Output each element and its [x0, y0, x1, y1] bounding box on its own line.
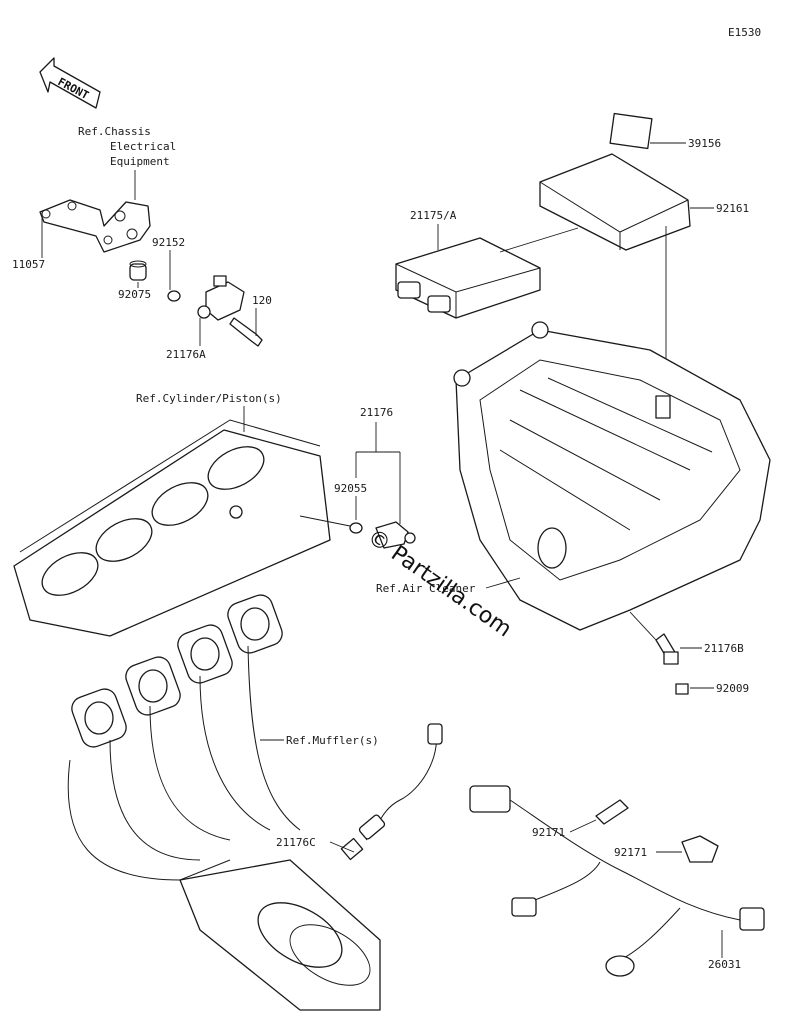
ref-chassis-callout: Ref.Chassis Electrical Equipment [78, 125, 176, 200]
ref-chassis-line2: Electrical [110, 140, 176, 153]
ecu-21175a [395, 237, 541, 319]
label-21176a: 21176A [166, 348, 206, 361]
label-92171-a: 92171 [532, 826, 565, 839]
clamp-92171-b [681, 835, 719, 863]
label-92152: 92152 [152, 236, 185, 249]
sensor-21176a [197, 275, 245, 321]
label-92075: 92075 [118, 288, 151, 301]
bolt-120 [229, 317, 263, 347]
label-ref-air-cleaner: Ref.Air Cleaner [376, 582, 476, 595]
label-21176: 21176 [360, 406, 393, 419]
sensor-21176 [375, 521, 416, 549]
wiring-harness-26031 [469, 785, 765, 977]
grommet-92075 [129, 260, 147, 281]
label-92009: 92009 [716, 682, 749, 695]
cylinder-block [13, 419, 331, 637]
label-21176c: 21176C [276, 836, 316, 849]
o2-sensor-21176c [340, 723, 443, 861]
front-arrow-icon: FRONT [39, 57, 101, 109]
label-ref-muffler: Ref.Muffler(s) [286, 734, 379, 747]
ecu-holder-92161 [539, 112, 691, 251]
clamp-92171-a [595, 799, 629, 825]
label-120: 120 [252, 294, 272, 307]
ref-chassis-line1: Ref.Chassis [78, 125, 151, 138]
exhaust-headers [67, 594, 381, 1011]
collar-92152 [167, 290, 181, 302]
label-26031: 26031 [708, 958, 741, 971]
label-21175a: 21175/A [410, 209, 457, 222]
label-ref-cylinder: Ref.Cylinder/Piston(s) [136, 392, 282, 405]
sensor-bracket [39, 199, 151, 253]
sensor-21176b [655, 633, 679, 665]
label-39156: 39156 [688, 137, 721, 150]
label-92171-b: 92171 [614, 846, 647, 859]
label-92055: 92055 [334, 482, 367, 495]
air-cleaner-housing [453, 321, 771, 631]
ref-chassis-line3: Equipment [110, 155, 170, 168]
diagram-code: E1530 [728, 26, 761, 39]
screw-92009 [675, 683, 689, 695]
label-11057: 11057 [12, 258, 45, 271]
label-92161: 92161 [716, 202, 749, 215]
oring-92055 [349, 522, 363, 534]
label-21176b: 21176B [704, 642, 744, 655]
